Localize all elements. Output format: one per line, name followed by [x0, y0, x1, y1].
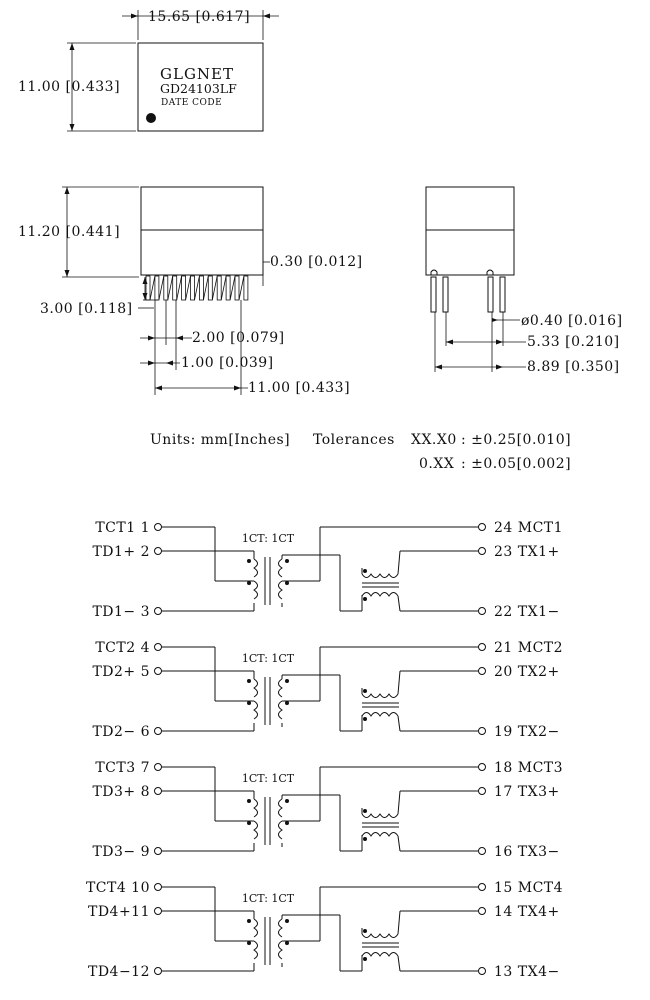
row-span-dim: 11.00 [0.433]: [248, 380, 350, 396]
end-view-body: [425, 186, 515, 276]
pin-dia-dim: ø0.40 [0.016]: [521, 313, 623, 329]
side-lead: [207, 275, 213, 301]
right-pin-label: 22 TX1−: [494, 604, 560, 620]
left-pin-label: TD4−12: [88, 964, 150, 980]
left-pin-label: TD3+ 8: [92, 784, 150, 800]
right-pin-label: 13 TX4−: [494, 964, 560, 980]
left-pin-terminal: [154, 643, 162, 651]
left-pin-terminal: [154, 547, 162, 555]
top-height-dim: 11.00 [0.433]: [18, 79, 120, 95]
right-pin-label: 21 MCT2: [494, 640, 563, 656]
right-pin-label: 16 TX3−: [494, 844, 560, 860]
top-width-dim: 15.65 [0.617]: [148, 9, 250, 25]
left-pin-terminal: [154, 667, 162, 675]
left-pin-label: TCT3 7: [95, 760, 150, 776]
tol1-format: XX.X0: [411, 432, 457, 448]
right-pin-terminal: [478, 523, 486, 531]
transformer-ratio: 1CT: 1CT: [242, 652, 295, 665]
right-pin-terminal: [478, 763, 486, 771]
right-pin-label: 14 TX4+: [494, 904, 560, 920]
left-pin-label: TD1+ 2: [92, 544, 150, 560]
top-view: GLGNET GD24103LF DATE CODE 15.65 [0.617]…: [18, 9, 279, 132]
side-lead: [163, 275, 169, 301]
right-pin-terminal: [478, 883, 486, 891]
transformer-ratio: 1CT: 1CT: [242, 772, 295, 785]
right-pin-label: 19 TX2−: [494, 724, 560, 740]
lead-thickness-dim: 0.30 [0.012]: [270, 254, 363, 270]
left-pin-terminal: [154, 847, 162, 855]
left-pin-label: TD4+11: [88, 904, 150, 920]
side-lead: [181, 275, 187, 301]
right-pin-terminal: [478, 847, 486, 855]
left-pin-label: TCT2 4: [95, 640, 150, 656]
left-pin-label: TD2− 6: [92, 724, 150, 740]
tol1-value: : ±0.25[0.010]: [461, 432, 571, 448]
right-pin-terminal: [478, 547, 486, 555]
side-lead: [190, 275, 195, 301]
pitch-row-dim: 2.00 [0.079]: [192, 330, 285, 346]
pitch-dim: 1.00 [0.039]: [181, 355, 274, 371]
schematic: TCT1 1 TD1+ 2 TD1− 3 24 MCT1 23 TX1+ 22 TX1− 1…: [86, 520, 563, 980]
left-pin-label: TCT4 10: [86, 880, 150, 896]
marking-brand: GLGNET: [160, 65, 234, 83]
left-pin-label: TD1− 3: [92, 604, 150, 620]
right-pin-terminal: [478, 907, 486, 915]
row-spacing-dim: 5.33 [0.210]: [527, 334, 620, 350]
left-pin-terminal: [154, 607, 162, 615]
left-pin-label: TD3− 9: [92, 844, 150, 860]
left-pin-terminal: [154, 763, 162, 771]
side-lead: [243, 275, 249, 301]
tol2-format: 0.XX: [419, 456, 454, 472]
right-pin-label: 24 MCT1: [494, 520, 563, 536]
left-pin-label: TCT1 1: [95, 520, 150, 536]
left-pin-terminal: [154, 727, 162, 735]
side-height-dim: 11.20 [0.441]: [18, 224, 120, 240]
tol2-value: : ±0.05[0.002]: [461, 456, 571, 472]
outer-spacing-dim: 8.89 [0.350]: [527, 359, 620, 375]
side-view: 11.20 [0.441] 0.30 [0.012] 3.00 [0.118] …: [18, 186, 363, 396]
right-pin-terminal: [478, 967, 486, 975]
marking-part: GD24103LF: [160, 81, 237, 96]
side-lead: [198, 275, 204, 301]
right-pin-label: 20 TX2+: [494, 664, 560, 680]
schematic-channel: TCT3 7 TD3+ 8 TD3− 9 18 MCT3 17 TX3+ 16 TX3− 1…: [92, 760, 563, 860]
side-lead: [234, 275, 240, 301]
schematic-channel: TCT1 1 TD1+ 2 TD1− 3 24 MCT1 23 TX1+ 22 TX1− 1…: [92, 520, 563, 620]
side-lead: [154, 275, 160, 301]
side-leads: [145, 275, 249, 301]
units-label: Units: mm[Inches]: [150, 432, 290, 448]
transformer-ratio: 1CT: 1CT: [242, 892, 295, 905]
right-pin-label: 18 MCT3: [494, 760, 563, 776]
right-pin-terminal: [478, 727, 486, 735]
left-pin-terminal: [154, 787, 162, 795]
side-lead: [145, 275, 151, 301]
tolerance-notes: Units: mm[Inches] Tolerances XX.X0 : ±0.…: [150, 432, 571, 472]
standoff-dim: 3.00 [0.118]: [40, 301, 133, 317]
marking-date-code: DATE CODE: [161, 98, 222, 108]
left-pin-terminal: [154, 883, 162, 891]
right-pin-label: 23 TX1+: [494, 544, 560, 560]
side-view-body: [140, 186, 264, 276]
schematic-channel: TCT2 4 TD2+ 5 TD2− 6 21 MCT2 20 TX2+ 19 TX2− 1…: [92, 640, 563, 740]
side-lead: [216, 275, 222, 301]
right-pin-terminal: [478, 643, 486, 651]
left-pin-label: TD2+ 5: [92, 664, 150, 680]
end-view: ø0.40 [0.016] 5.33 [0.210] 8.89 [0.350]: [425, 186, 623, 375]
right-pin-label: 17 TX3+: [494, 784, 560, 800]
left-pin-terminal: [154, 967, 162, 975]
pin1-dot: [146, 113, 156, 123]
side-lead: [225, 275, 231, 301]
right-pin-terminal: [478, 667, 486, 675]
right-pin-label: 15 MCT4: [494, 880, 563, 896]
transformer-ratio: 1CT: 1CT: [242, 532, 295, 545]
side-lead: [172, 275, 178, 301]
left-pin-terminal: [154, 523, 162, 531]
top-view-body: [137, 42, 264, 132]
left-pin-terminal: [154, 907, 162, 915]
right-pin-terminal: [478, 607, 486, 615]
tolerances-label: Tolerances: [313, 432, 395, 448]
right-pin-terminal: [478, 787, 486, 795]
